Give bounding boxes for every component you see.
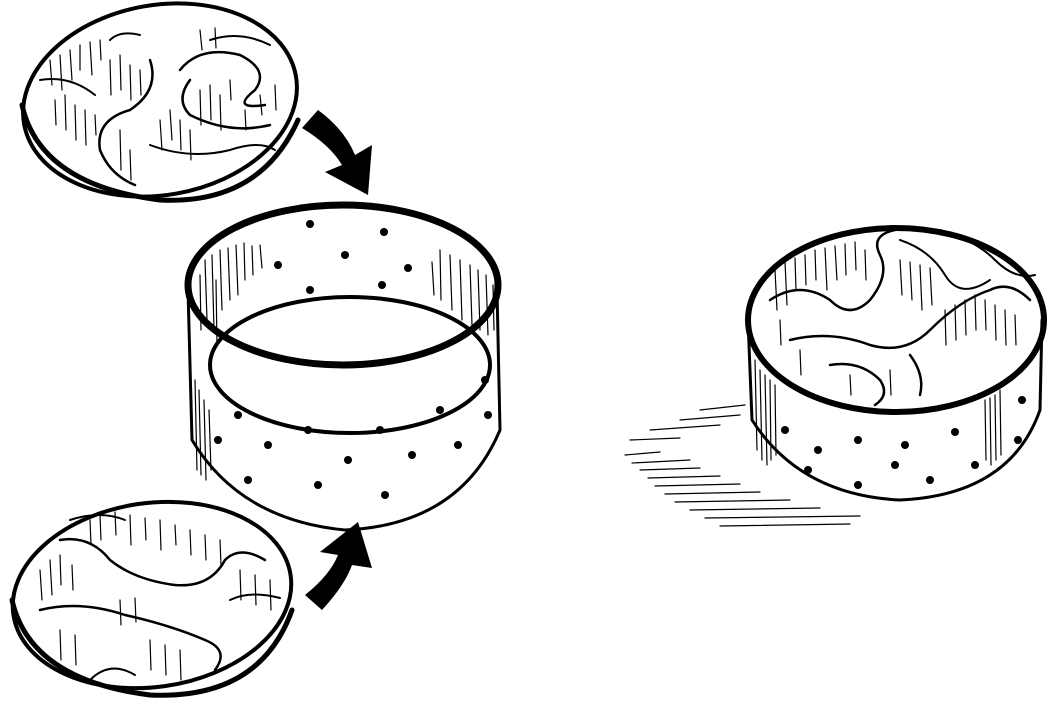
ring-dots-back: [274, 220, 412, 294]
dotted-ring-band: [188, 205, 500, 530]
bottom-disc-hatching: [40, 512, 271, 680]
curved-arrow-up: [305, 522, 372, 610]
bottom-disc-contour: [60, 539, 265, 585]
top-map-disc: [8, 0, 313, 218]
cylinder-shadow: [625, 405, 860, 526]
lid-hatching: [775, 242, 1016, 395]
assembled-cylinder: [625, 228, 1044, 526]
ring-dots-front: [214, 376, 492, 499]
top-disc-hatching: [50, 28, 276, 180]
top-disc-contour: [180, 52, 270, 128]
curved-arrow-down: [302, 110, 372, 195]
lid-contour: [770, 230, 895, 310]
bottom-map-disc: [1, 484, 304, 702]
